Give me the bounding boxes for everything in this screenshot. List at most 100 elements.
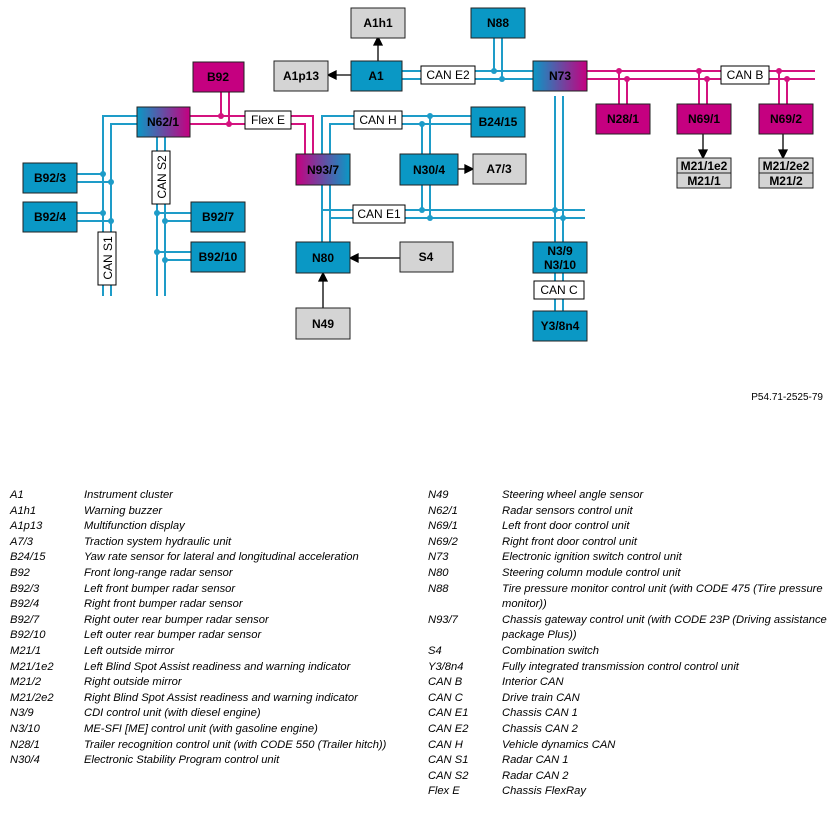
legend-row: CAN S2 Radar CAN 2 [428, 769, 828, 785]
svg-text:B92/7: B92/7 [202, 210, 234, 224]
can-e2-label: CAN E2 [426, 68, 470, 82]
svg-text:N28/1: N28/1 [607, 112, 639, 126]
svg-text:A1p13: A1p13 [283, 69, 319, 83]
svg-text:A1: A1 [368, 69, 384, 83]
node-a7-3: A7/3 [472, 153, 527, 185]
node-n80: N80 [295, 241, 351, 274]
node-n93-7: N93/7 [295, 153, 351, 186]
legend-row: A1 Instrument cluster [10, 488, 410, 504]
legend-description: Left Blind Spot Assist readiness and war… [84, 660, 351, 673]
legend-description: Left front bumper radar sensor [84, 582, 236, 595]
svg-text:M21/2: M21/2 [769, 174, 803, 188]
legend-code: N49 [428, 489, 449, 501]
node-b92-3: B92/3 [22, 162, 78, 194]
node-n30-4: N30/4 [399, 153, 459, 186]
legend-code: N3/9 [10, 707, 34, 720]
can-c-label: CAN C [540, 283, 578, 297]
node-n73: N73 [532, 60, 588, 92]
legend-code: M21/2 [10, 676, 42, 689]
legend-code: N80 [428, 566, 449, 579]
legend-code: B92/7 [10, 613, 40, 626]
legend-code: M21/2e2 [10, 691, 54, 704]
legend-description: Electronic Stability Program control uni… [84, 754, 280, 767]
legend-code: A7/3 [10, 535, 34, 548]
can-s2-label: CAN S2 [155, 155, 169, 199]
legend-description: Right front bumper radar sensor [84, 598, 243, 611]
node-s4: S4 [399, 241, 454, 273]
legend-code: A1p13 [10, 520, 43, 533]
svg-text:M21/1: M21/1 [687, 174, 721, 188]
node-b92-4: B92/4 [22, 201, 78, 233]
legend-description: Electronic ignition switch control unit [502, 551, 682, 564]
legend-description: Vehicle dynamics CAN [502, 738, 616, 751]
node-n88: N88 [470, 7, 526, 39]
legend-code: M21/1e2 [10, 660, 54, 673]
legend-code: N62/1 [428, 504, 458, 517]
svg-text:B92/3: B92/3 [34, 171, 66, 185]
legend-description: Trailer recognition control unit (with C… [84, 738, 387, 751]
legend-code: B92/3 [10, 582, 40, 595]
can-b-line [587, 70, 815, 104]
legend-description: Radar CAN 2 [502, 769, 569, 782]
svg-text:N69/2: N69/2 [770, 112, 802, 126]
legend-row: B92/3 Left front bumper radar sensor [10, 582, 410, 598]
node-b92-10: B92/10 [190, 241, 246, 273]
legend-code: A1 [10, 489, 24, 501]
legend-description: Right Blind Spot Assist readiness and wa… [84, 691, 358, 704]
legend-row: M21/2 Right outside mirror [10, 675, 410, 691]
legend-description: Fully integrated transmission control co… [502, 660, 739, 673]
legend-description: Right outside mirror [84, 676, 182, 689]
node-n69-2: N69/2 [758, 103, 814, 135]
svg-text:B92: B92 [207, 70, 229, 84]
legend-code: N30/4 [10, 754, 40, 767]
legend-code: N73 [428, 551, 449, 564]
legend-code: CAN H [428, 738, 463, 751]
legend-row: N73 Electronic ignition switch control un… [428, 550, 828, 566]
legend-row: CAN H Vehicle dynamics CAN [428, 738, 828, 754]
svg-text:N49: N49 [312, 317, 334, 331]
node-n69-1: N69/1 [676, 103, 732, 135]
can-s1-label: CAN S1 [101, 236, 115, 280]
svg-text:N30/4: N30/4 [413, 163, 445, 177]
legend-code: N88 [428, 582, 449, 595]
legend-code: CAN E1 [428, 707, 469, 720]
node-a1p13: A1p13 [273, 60, 329, 92]
legend-description: ME-SFI [ME] control unit (with gasoline … [84, 722, 318, 735]
flex-e-line [190, 92, 314, 154]
node-n49: N49 [295, 307, 351, 340]
legend-code: N28/1 [10, 738, 40, 751]
node-b24-15: B24/15 [470, 106, 526, 138]
legend-description: Instrument cluster [84, 489, 173, 501]
legend-row: M21/2e2 Right Blind Spot Assist readiness… [10, 691, 410, 707]
svg-text:N80: N80 [312, 251, 334, 265]
legend-code: B92/4 [10, 598, 40, 611]
svg-text:N3/10: N3/10 [544, 258, 576, 272]
node-a1: A1 [350, 60, 403, 92]
node-y3-8n4: Y3/8n4 [532, 310, 588, 342]
legend-code: B92 [10, 566, 30, 579]
node-m21-2e2: M21/2e2 [758, 157, 814, 174]
node-a1h1: A1h1 [350, 7, 406, 39]
legend-code: CAN S2 [428, 769, 469, 782]
can-e1-label: CAN E1 [357, 207, 401, 221]
node-m21-1: M21/1 [676, 172, 732, 189]
network-diagram: CAN E2 CAN B Flex E CAN H CAN E1 CAN C C… [22, 7, 815, 342]
legend-code: N69/1 [428, 520, 458, 533]
